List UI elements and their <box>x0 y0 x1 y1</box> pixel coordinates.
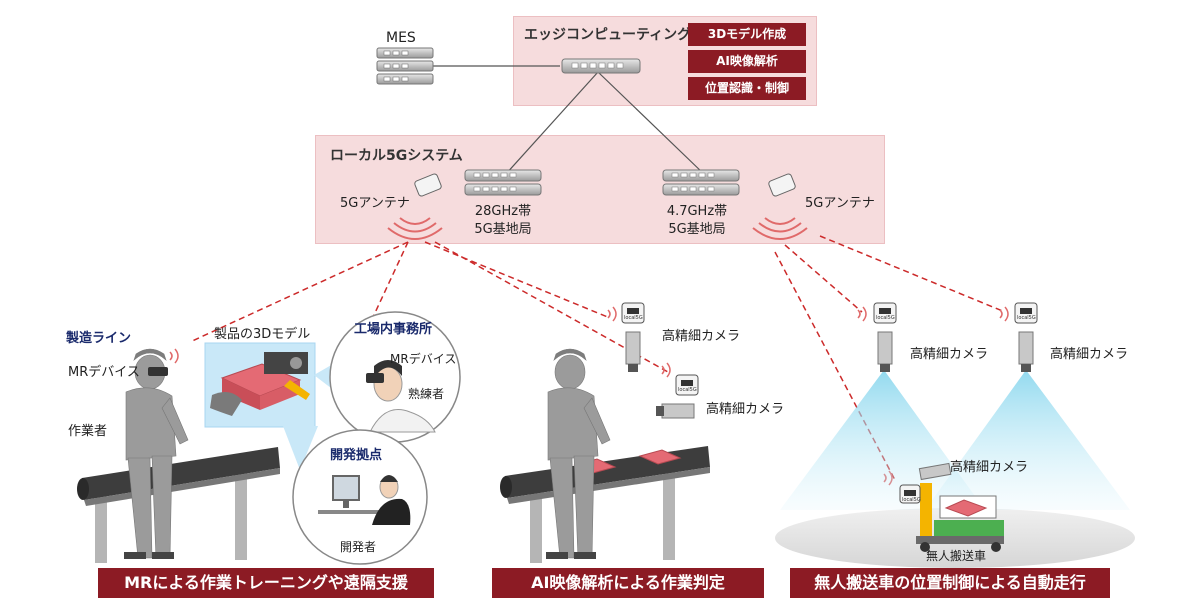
3d-model-label: 製品の3Dモデル <box>214 327 311 342</box>
callout-pointer-dev <box>283 426 318 470</box>
mes-server-icon <box>376 47 434 85</box>
camera-badge-s3-left: local5G <box>876 315 895 321</box>
camera-badge-agv: local5G <box>902 497 921 503</box>
camera-icon-s2-side <box>656 374 699 419</box>
worker-2-figure <box>546 348 611 559</box>
local-5g-title: ローカル5Gシステム <box>330 148 463 164</box>
station-left-label: 28GHz帯 5G基地局 <box>470 203 536 239</box>
edge-switch-icon <box>561 58 641 74</box>
feature-3d-model: 3Dモデル作成 <box>688 23 806 46</box>
station-left-type: 5G基地局 <box>474 222 532 237</box>
network-lines <box>430 65 706 176</box>
banner-agv-control: 無人搬送車の位置制御による自動走行 <box>790 568 1110 598</box>
antenna-left-label: 5Gアンテナ <box>340 196 410 211</box>
3d-model-panel <box>204 342 316 428</box>
base-station-left-icon <box>464 169 542 196</box>
banner-mr-training: MRによる作業トレーニングや遠隔支援 <box>98 568 434 598</box>
camera-label-s2-side: 高精細カメラ <box>706 402 785 417</box>
camera-label-agv: 高精細カメラ <box>950 460 1029 475</box>
worker-1-figure <box>124 348 189 559</box>
office-mr-device-label: MRデバイス <box>390 352 457 366</box>
agv-vehicle <box>899 462 1004 552</box>
camera-icon-s2-top <box>621 302 645 372</box>
mr-device-label: MRデバイス <box>68 365 140 380</box>
camera-badge-s2-side: local5G <box>678 387 697 393</box>
dev-site-circle <box>292 429 428 565</box>
camera-label-s3-right: 高精細カメラ <box>1050 347 1129 362</box>
camera-label-s2-top: 高精細カメラ <box>662 329 741 344</box>
worker-label: 作業者 <box>68 424 108 439</box>
feature-position-control: 位置認識・制御 <box>688 77 806 100</box>
antenna-right-icon <box>768 173 796 197</box>
mes-label: MES <box>386 30 416 46</box>
production-line-label: 製造ライン <box>66 331 132 346</box>
base-station-right-icon <box>662 169 740 196</box>
signal-waves-right <box>752 217 808 240</box>
station-right-band: 4.7GHz帯 <box>666 204 728 219</box>
conveyor-belt-2 <box>500 446 710 563</box>
conveyor-belt-1 <box>77 447 280 563</box>
banner-ai-video: AI映像解析による作業判定 <box>492 568 764 598</box>
camera-beams <box>780 370 1130 510</box>
expert-label: 熟練者 <box>408 387 445 401</box>
edge-computing-title: エッジコンピューティング <box>524 27 692 43</box>
developer-label: 開発者 <box>340 540 377 554</box>
camera-label-s3-left: 高精細カメラ <box>910 347 989 362</box>
office-circle <box>329 311 461 443</box>
agv-label: 無人搬送車 <box>926 549 987 563</box>
antenna-right-label: 5Gアンテナ <box>805 196 875 211</box>
camera-badge-s2-top: local5G <box>624 315 643 321</box>
signal-waves-left <box>387 217 443 240</box>
station-right-label: 4.7GHz帯 5G基地局 <box>664 203 730 239</box>
camera-icon-s3-left <box>873 302 897 372</box>
feature-ai-video: AI映像解析 <box>688 50 806 73</box>
office-label: 工場内事務所 <box>354 322 433 337</box>
station-right-type: 5G基地局 <box>668 222 726 237</box>
dev-site-label: 開発拠点 <box>330 448 383 463</box>
antenna-left-icon <box>414 173 442 197</box>
station-left-band: 28GHz帯 <box>474 204 532 219</box>
camera-icon-s3-right <box>1014 302 1038 372</box>
camera-badge-s3-right: local5G <box>1017 315 1036 321</box>
